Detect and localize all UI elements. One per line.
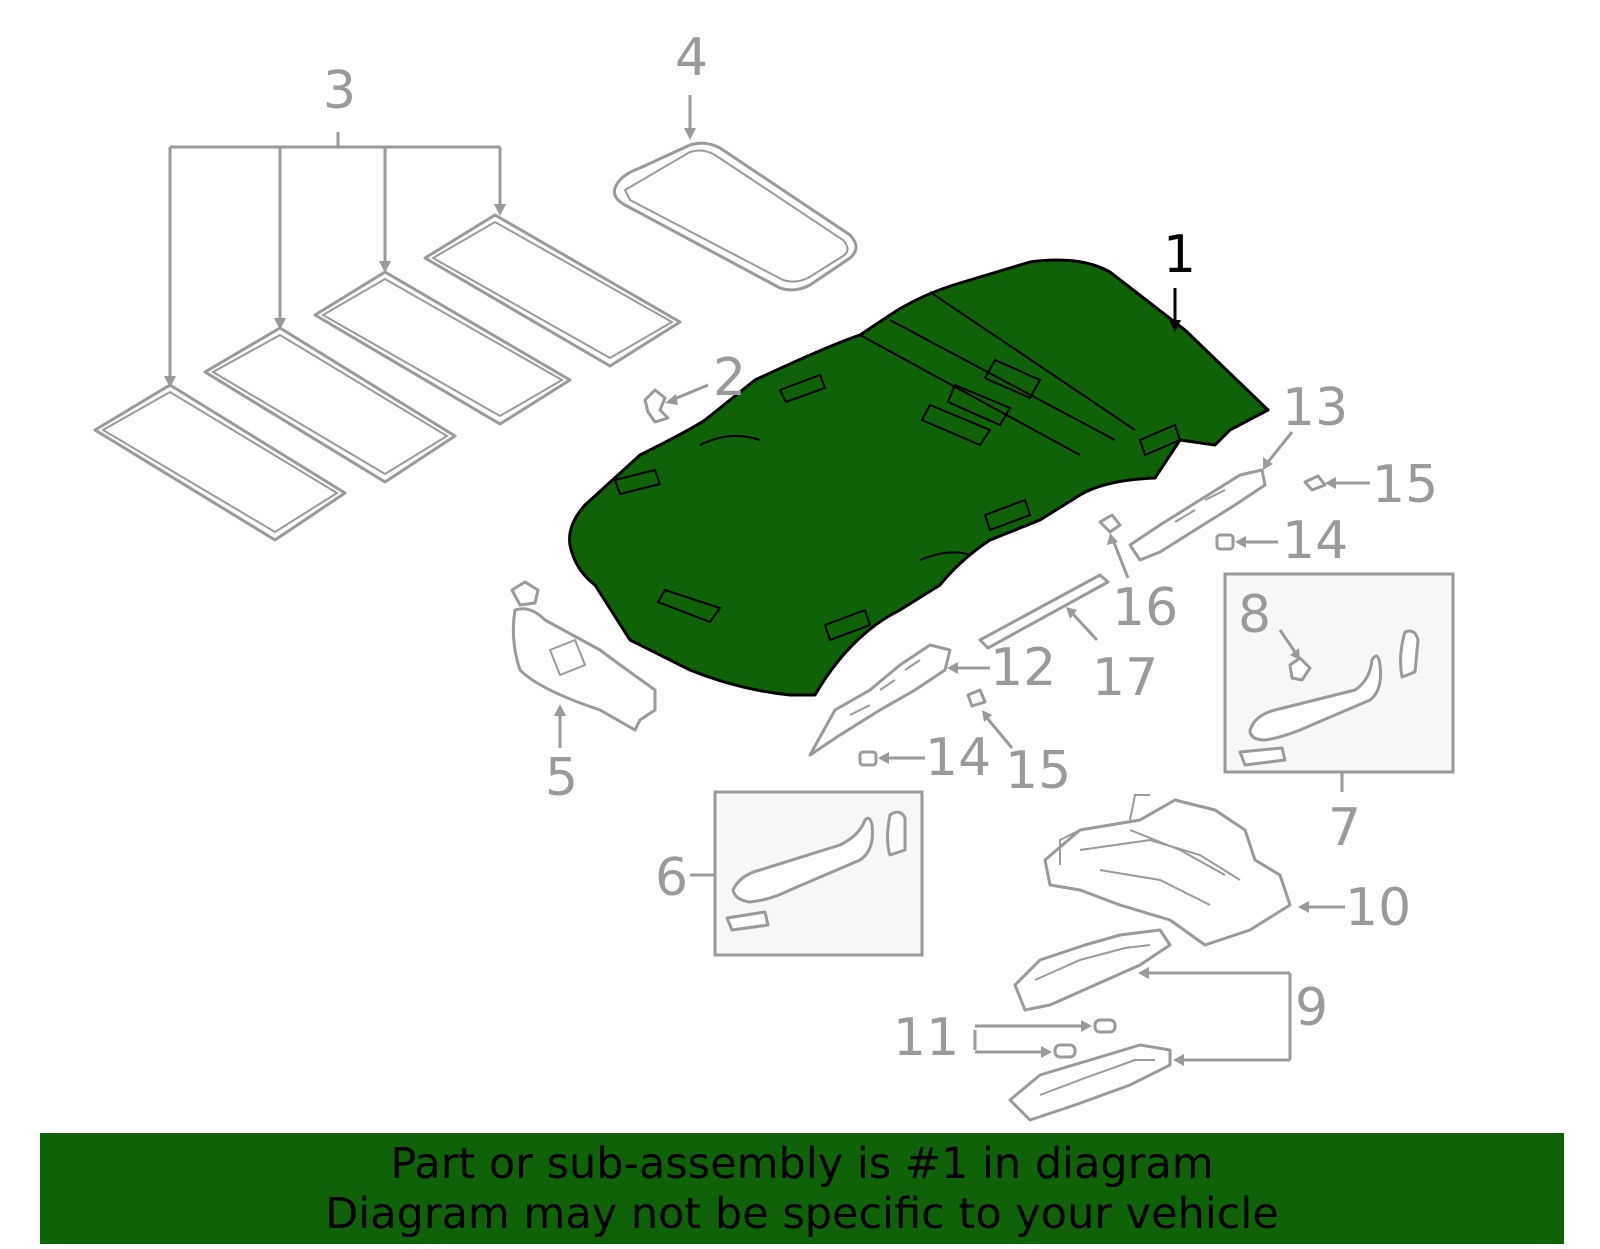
callout-14-right: 14 <box>1282 511 1348 571</box>
clip-2 <box>643 383 709 424</box>
callout-1: 1 <box>1163 225 1196 285</box>
insulation-pad-rear <box>613 141 858 292</box>
sun-visor <box>510 580 657 748</box>
banner-line-2: Diagram may not be specific to your vehi… <box>325 1188 1279 1239</box>
bracket-12 <box>808 643 990 757</box>
bulbs-11 <box>973 1018 1117 1059</box>
assist-grip-box-7 <box>1223 572 1455 792</box>
leader-4 <box>684 95 696 140</box>
callout-7: 7 <box>1328 798 1361 858</box>
callout-14-left: 14 <box>925 728 991 788</box>
callout-15-right: 15 <box>1372 455 1438 515</box>
clip-16 <box>1098 513 1130 579</box>
info-banner: Part or sub-assembly is #1 in diagram Di… <box>40 1133 1564 1244</box>
banner-line-1: Part or sub-assembly is #1 in diagram <box>390 1138 1214 1189</box>
dome-lamp-9 <box>1008 928 1292 1122</box>
clip-15-left <box>966 688 1014 749</box>
callout-12: 12 <box>990 638 1056 698</box>
strip-17 <box>978 573 1110 650</box>
headliner-main-part <box>568 258 1270 697</box>
clip-14-right <box>1215 533 1278 551</box>
callout-4: 4 <box>675 28 708 88</box>
callout-10: 10 <box>1345 878 1411 938</box>
bracket-13 <box>1128 431 1294 562</box>
leader-1 <box>1169 288 1181 332</box>
insulation-pad-2 <box>203 326 457 484</box>
callout-17: 17 <box>1092 648 1158 708</box>
callout-9: 9 <box>1295 978 1328 1038</box>
callout-6: 6 <box>655 848 688 908</box>
assist-grip-box-6 <box>690 790 924 957</box>
callout-11: 11 <box>893 1008 959 1068</box>
insulation-pad-1 <box>93 383 347 542</box>
console-bracket-10 <box>1043 794 1345 947</box>
callout-3: 3 <box>323 61 356 121</box>
callout-15-left: 15 <box>1005 741 1071 801</box>
callout-13: 13 <box>1282 378 1348 438</box>
insulation-pad-4 <box>423 213 682 368</box>
insulation-pad-3 <box>313 270 572 426</box>
callout-8: 8 <box>1238 585 1271 645</box>
clip-14-left <box>858 750 925 767</box>
callout-2: 2 <box>713 348 746 408</box>
clip-15-right <box>1303 474 1370 492</box>
callout-5: 5 <box>545 748 578 808</box>
leader-3 <box>164 132 506 388</box>
callout-16: 16 <box>1112 578 1178 638</box>
